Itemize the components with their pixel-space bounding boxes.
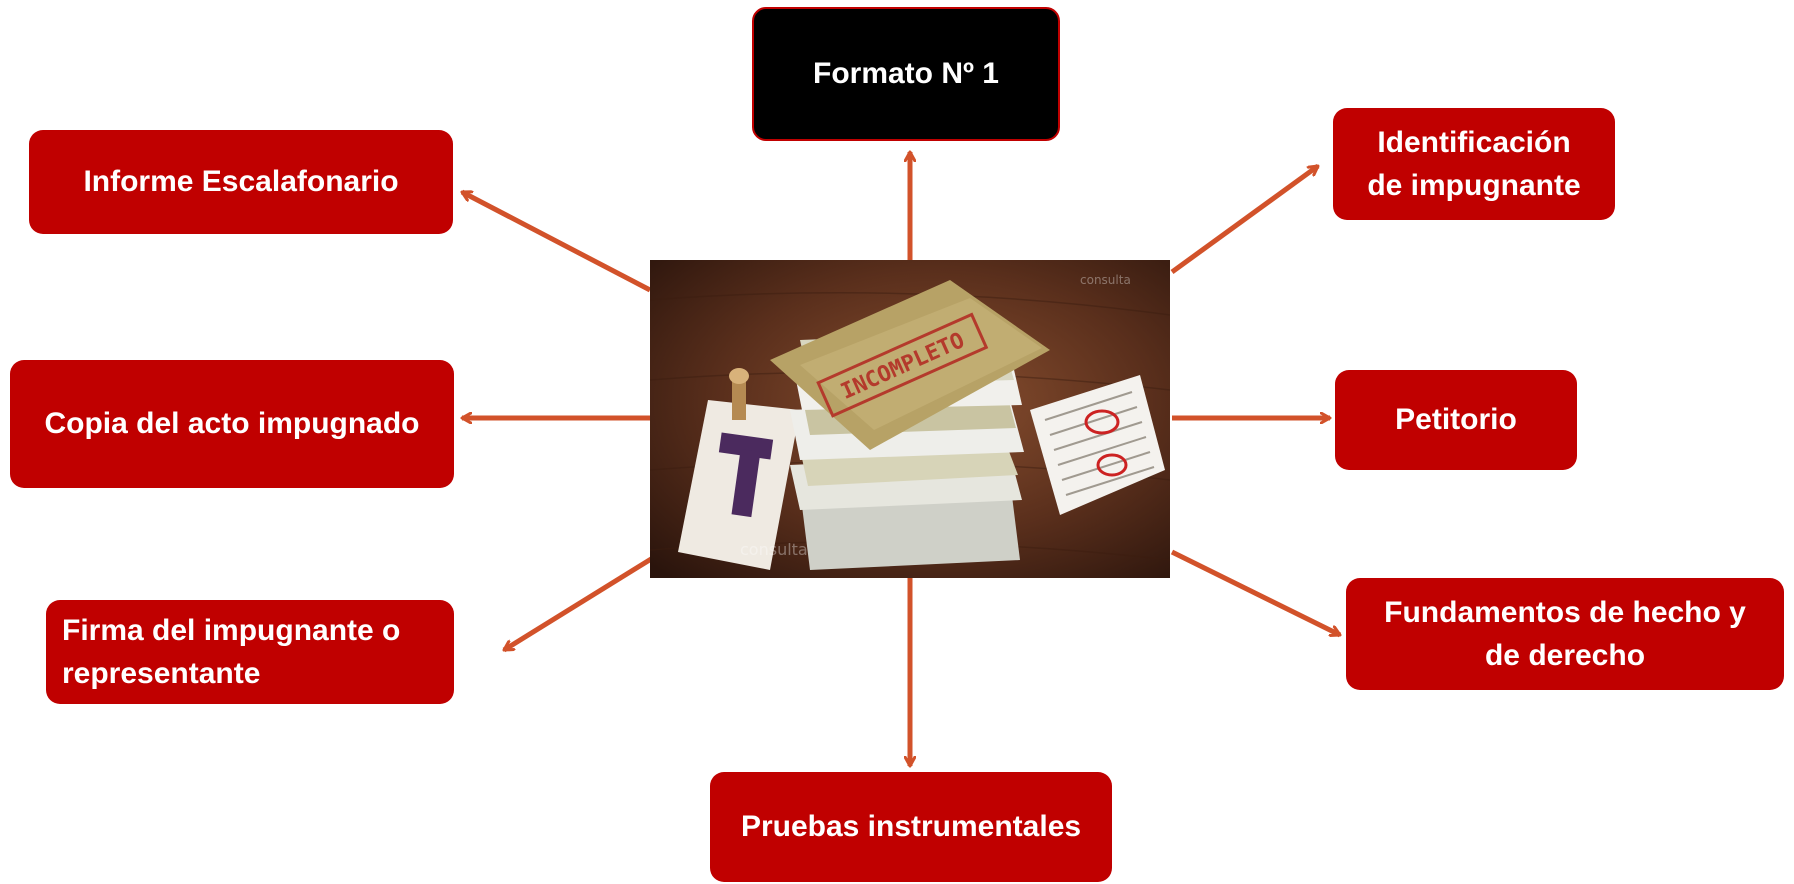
- document-stack-photo: INCOMPLETO consulta consulta: [650, 260, 1170, 578]
- node-identificacion: Identificación de impugnante: [1333, 108, 1615, 220]
- node-petitorio: Petitorio: [1335, 370, 1577, 470]
- node-pruebas: Pruebas instrumentales: [710, 772, 1112, 882]
- marked-document: [1030, 375, 1165, 515]
- arrow-to-informe: [462, 189, 652, 293]
- node-firma: Firma del impugnante o representante: [46, 600, 454, 704]
- title-box: Formato Nº 1: [752, 7, 1060, 141]
- arrow-to-fundamentos: [1170, 549, 1340, 638]
- watermark-text: consulta: [740, 540, 808, 559]
- node-label: Petitorio: [1395, 403, 1517, 437]
- stamped-card: [678, 368, 800, 570]
- arrow-to-identificacion: [1170, 163, 1318, 275]
- node-label: Copia del acto impugnado: [44, 407, 420, 441]
- node-label: Firma del impugnante o representante: [62, 613, 401, 691]
- node-informe-escalafonario: Informe Escalafonario: [29, 130, 453, 234]
- node-label: Identificación de impugnante: [1367, 125, 1581, 203]
- watermark-text-top: consulta: [1080, 273, 1131, 287]
- node-label: Pruebas instrumentales: [740, 810, 1082, 844]
- node-fundamentos: Fundamentos de hecho y de derecho: [1346, 578, 1784, 690]
- node-copia-acto: Copia del acto impugnado: [10, 360, 454, 488]
- node-label: Informe Escalafonario: [83, 165, 399, 199]
- title-label: Formato Nº 1: [813, 57, 999, 91]
- arrow-to-firma: [504, 553, 658, 653]
- node-label: Fundamentos de hecho y de derecho: [1384, 595, 1746, 673]
- folder: INCOMPLETO: [770, 280, 1050, 450]
